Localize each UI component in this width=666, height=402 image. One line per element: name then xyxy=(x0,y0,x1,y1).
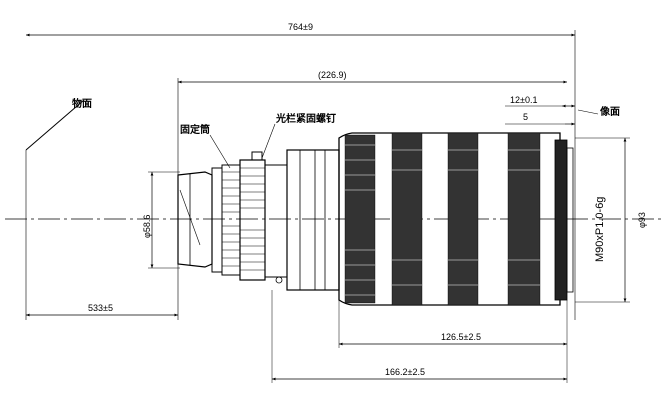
length-226-text: (226.9) xyxy=(318,70,347,80)
fixed-barrel-label: 固定筒 xyxy=(180,123,210,136)
len-166-text: 166.2±2.5 xyxy=(385,367,425,377)
object-plane-label: 物面 xyxy=(72,97,92,110)
image-plane-label: 像面 xyxy=(599,105,620,118)
aperture-screw-leader xyxy=(261,123,276,159)
fixed-barrel-leader xyxy=(209,134,231,169)
aperture-screw-label: 光栏紧固螺钉 xyxy=(275,112,336,125)
overall-dim-text: 764±9 xyxy=(288,22,313,32)
len-126-text: 126.5±2.5 xyxy=(441,332,481,342)
offset-5-text: 5 xyxy=(523,112,528,122)
offset-12-text: 12±0.1 xyxy=(510,95,537,105)
image-plane-leader xyxy=(577,109,599,115)
diameter-58-text: φ58.6 xyxy=(142,215,152,238)
diameter-93-text: φ93 xyxy=(637,212,647,228)
object-plane-line xyxy=(25,99,85,151)
lens-body xyxy=(177,132,574,306)
object-dist-text: 533±5 xyxy=(88,303,113,313)
thread-text: M90xP1.0-6g xyxy=(594,197,606,262)
